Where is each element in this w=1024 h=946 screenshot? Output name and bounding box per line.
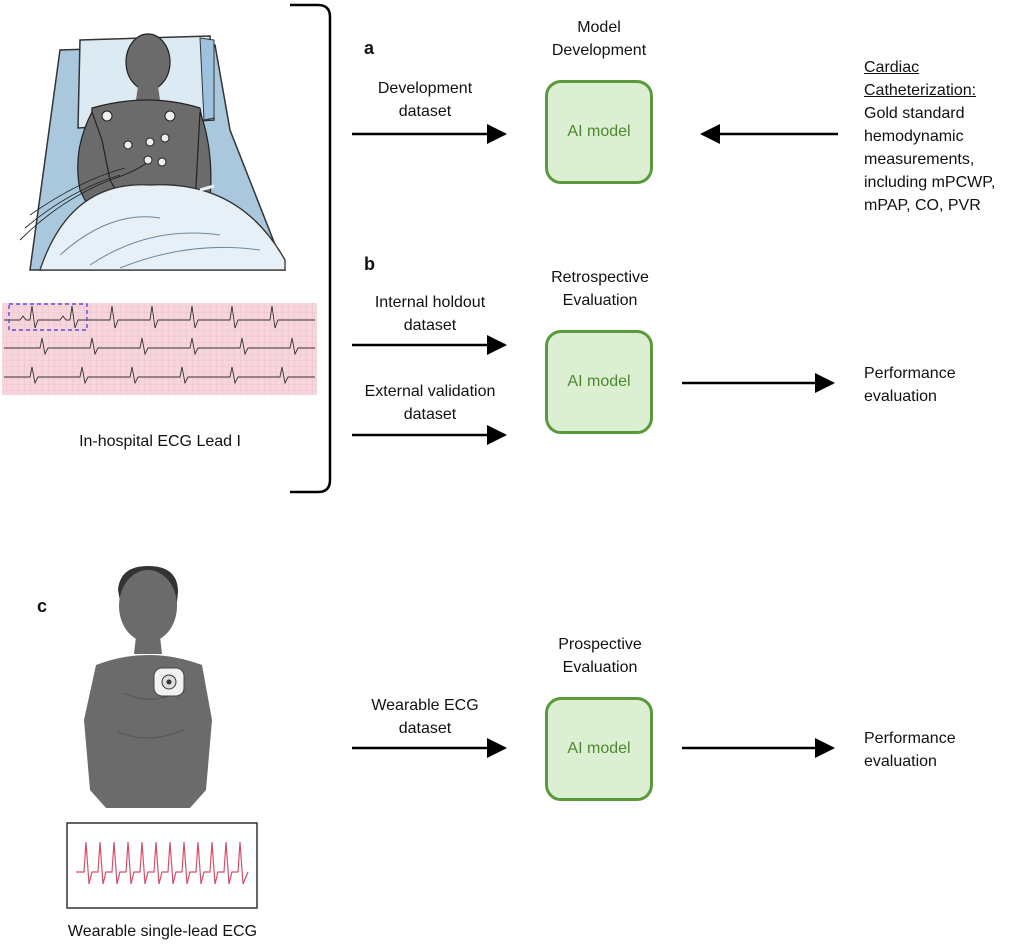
ai-model-box-prospective: AI model <box>545 697 653 801</box>
ai-model-box-development: AI model <box>545 80 653 184</box>
wearable-ecg-strip <box>66 822 258 909</box>
panel-letter-a: a <box>364 38 375 58</box>
wearable-patient-illustration <box>84 566 212 808</box>
grouping-bracket <box>290 3 332 494</box>
hospital-patient-illustration <box>19 33 287 271</box>
panel-letter-c: c <box>37 596 48 616</box>
label-cardiac-catheterization: Cardiac Catheterization: Gold standard h… <box>864 59 996 214</box>
panel-letter-b: b <box>364 254 375 274</box>
hospital-ecg-strip <box>2 303 317 395</box>
caption-wearable-ecg: Wearable single-lead ECG <box>67 923 258 940</box>
caption-hospital-ecg: In-hospital ECG Lead I <box>79 433 241 450</box>
ai-model-box-retrospective: AI model <box>545 330 653 434</box>
